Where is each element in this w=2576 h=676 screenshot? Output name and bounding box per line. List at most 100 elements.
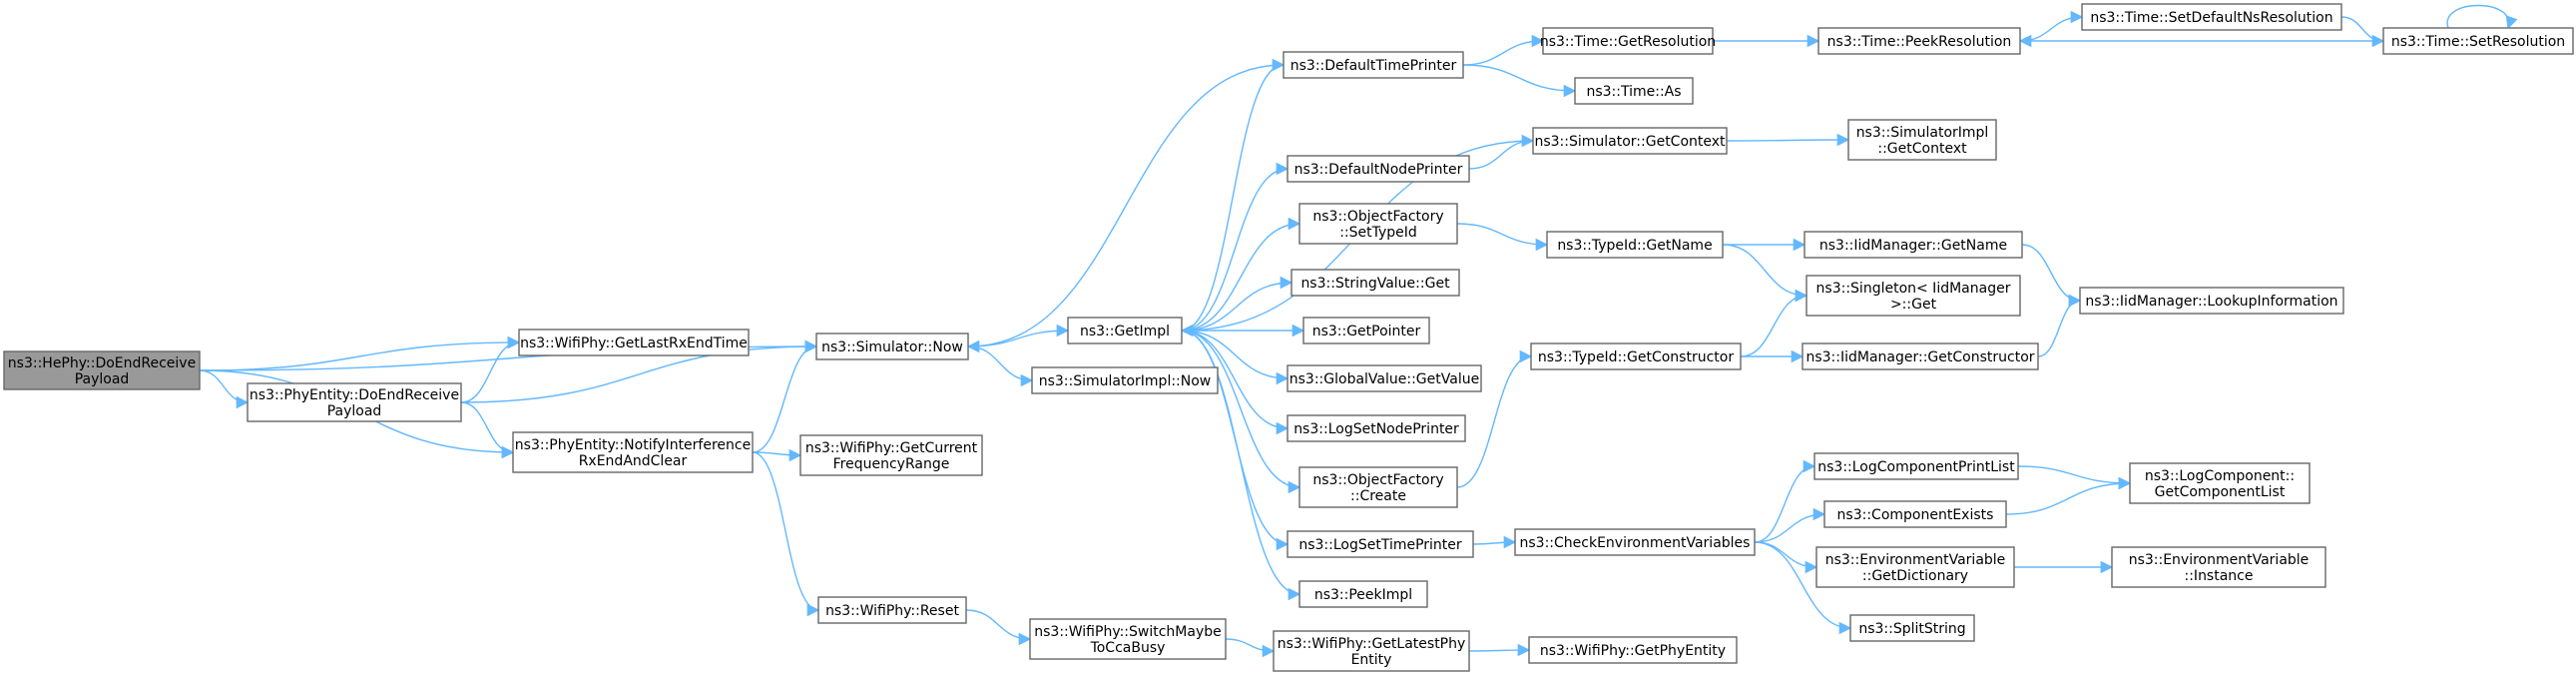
node-ns3-globalvalue-getvalue[interactable]: ns3::GlobalValue::GetValue [1287,364,1482,392]
node-box [1574,77,1694,105]
node-ns3-environmentvariable-instance[interactable]: ns3::EnvironmentVariable::Instance [2111,546,2326,588]
node-ns3-wifiphy-getlastrxendtime[interactable]: ns3::WifiPhy::GetLastRxEndTime [518,329,750,356]
node-ns3-logsetnodeprinter[interactable]: ns3::LogSetNodePrinter [1287,414,1466,442]
node-ns3-singleton-iidmanager-get[interactable]: ns3::Singleton< IidManager >::Get [1805,275,2021,317]
edge-root-to-peDoEnd [199,369,250,409]
node-ns3-simulator-getcontext[interactable]: ns3::Simulator::GetContext [1532,127,1728,155]
node-label: ns3::Time::SetResolution [2391,34,2565,50]
node-label: ::SetTypeId [1339,225,1417,241]
node-ns3-time-setresolution[interactable]: ns3::Time::SetResolution [2382,27,2574,55]
node-ns3-time-as[interactable]: ns3::Time::As [1574,77,1694,105]
node-ns3-stringvalue-get[interactable]: ns3::StringValue::Get [1290,269,1460,297]
edge-peNotify-to-freqRange [752,448,802,462]
node-box [1802,342,2039,370]
node-label: ::GetContext [1877,141,1967,157]
node-ns3-objectfactory-create[interactable]: ns3::ObjectFactory::Create [1298,466,1458,508]
edge-simGetCtx-to-implGetCtx [1726,133,1850,147]
node-box [1298,203,1458,245]
node-label: ns3::PeekImpl [1314,587,1412,603]
edge-peDoEnd-to-peNotify [460,401,515,459]
edge-compExists-to-compList [2005,476,2132,515]
node-ns3-logsettimeprinter[interactable]: ns3::LogSetTimePrinter [1287,530,1474,558]
node-ns3-iidmanager-getconstructor[interactable]: ns3::IidManager::GetConstructor [1802,342,2039,370]
node-box [1290,269,1460,297]
node-ns3-time-setdefaultnsresolution[interactable]: ns3::Time::SetDefaultNsResolution [2081,3,2342,31]
node-ns3-typeid-getconstructor[interactable]: ns3::TypeId::GetConstructor [1530,342,1742,370]
edge-checkEnv-to-compExists [1754,507,1826,543]
node-label: ns3::TypeId::GetConstructor [1538,349,1734,365]
node-ns3-wifiphy-getphyentity[interactable]: ns3::WifiPhy::GetPhyEntity [1528,636,1738,664]
node-label: ns3::IidManager::GetConstructor [1805,349,2034,365]
node-box [1298,580,1428,608]
node-ns3-getimpl[interactable]: ns3::GetImpl [1067,317,1183,344]
node-label: RxEndAndClear [579,453,688,469]
node-ns3-logcomponent-getcomponentlist[interactable]: ns3::LogComponent::GetComponentList [2129,462,2311,504]
edge-peDoEnd-to-lastRx [460,336,521,403]
node-label: ns3::Time::As [1586,84,1681,100]
node-ns3-wifiphy-reset[interactable]: ns3::WifiPhy::Reset [817,596,967,624]
node-ns3-simulatorimpl-now[interactable]: ns3::SimulatorImpl::Now [1031,366,1219,394]
node-box [1298,466,1458,508]
node-box [1817,27,2021,55]
node-label: ns3::DefaultNodePrinter [1294,162,1463,178]
node-label: ToCcaBusy [1090,640,1166,656]
node-ns3-typeid-getname[interactable]: ns3::TypeId::GetName [1546,231,1724,259]
edge-defTime-to-timeAs [1462,64,1577,98]
node-box [1813,452,2019,480]
node-label: ns3::GlobalValue::GetValue [1289,371,1479,387]
node-ns3-iidmanager-lookupinformation[interactable]: ns3::IidManager::LookupInformation [2079,287,2344,315]
node-label: ns3::SimulatorImpl [1856,125,1989,141]
node-label: Payload [327,403,382,419]
node-ns3-getpointer[interactable]: ns3::GetPointer [1302,317,1430,344]
edge-getImpl-to-globalGet [1181,330,1289,385]
node-ns3-peekimpl[interactable]: ns3::PeekImpl [1298,580,1428,608]
node-box [2081,3,2342,31]
node-box [1067,317,1183,344]
node-label: ns3::SimulatorImpl::Now [1039,373,1212,389]
node-ns3-splitstring[interactable]: ns3::SplitString [1849,614,1975,642]
node-box [1823,500,2007,528]
node-ns3-componentexists[interactable]: ns3::ComponentExists [1823,500,2007,528]
node-label: ns3::HePhy::DoEndReceive [8,355,196,371]
node-label: GetComponentList [2155,484,2286,500]
edge-defTime-to-simNow [966,64,1285,353]
node-label: ns3::SplitString [1858,621,1965,637]
node-ns3-time-getresolution[interactable]: ns3::Time::GetResolution [1540,27,1716,55]
edge-checkEnv-to-envDict [1754,541,1818,574]
node-box [518,329,750,356]
node-label: ns3::WifiPhy::GetLatestPhy [1278,636,1466,652]
node-label: ns3::Simulator::GetContext [1534,134,1726,150]
edge-iidGetName-to-lookup [2021,244,2082,308]
node-box [247,382,462,422]
node-label: ns3::LogComponent:: [2145,468,2295,484]
node-ns3-defaultnodeprinter[interactable]: ns3::DefaultNodePrinter [1287,155,1470,183]
node-ns3-time-peekresolution[interactable]: ns3::Time::PeekResolution [1817,27,2021,55]
edge-defNode-to-simGetCtx [1468,134,1535,170]
node-label: ns3::Singleton< IidManager [1816,281,2011,297]
node-ns3-environmentvariable-getdictionary[interactable]: ns3::EnvironmentVariable::GetDictionary [1815,546,2015,588]
edge-getImpl-to-strGet [1181,276,1293,332]
edge-typeGetName-to-singleton [1722,244,1808,303]
node-ns3-phyentity-notifyinterference-rxendandclear[interactable]: ns3::PhyEntity::NotifyInterferenceRxEndA… [512,431,754,473]
node-ns3-simulatorimpl-getcontext[interactable]: ns3::SimulatorImpl::GetContext [1847,119,1997,161]
node-ns3-iidmanager-getname[interactable]: ns3::IidManager::GetName [1803,231,2023,259]
node-ns3-defaulttimeprinter[interactable]: ns3::DefaultTimePrinter [1283,51,1464,79]
edge-ofCreate-to-typeGetCtor [1456,349,1533,488]
node-label: ns3::LogSetNodePrinter [1293,421,1459,437]
node-label: ns3::WifiPhy::GetLastRxEndTime [520,336,748,351]
node-box [1029,618,1227,660]
node-label: ns3::Simulator::Now [821,339,963,355]
node-label: ns3::DefaultTimePrinter [1290,58,1457,74]
edge-switchCca-to-latestPhy [1225,638,1276,658]
node-label: ns3::ObjectFactory [1312,472,1443,488]
node-ns3-objectfactory-settypeid[interactable]: ns3::ObjectFactory::SetTypeId [1298,203,1458,245]
node-ns3-logcomponentprintlist[interactable]: ns3::LogComponentPrintList [1813,452,2019,480]
node-ns3-checkenvironmentvariables[interactable]: ns3::CheckEnvironmentVariables [1514,528,1756,556]
node-ns3-simulator-now[interactable]: ns3::Simulator::Now [815,333,969,360]
